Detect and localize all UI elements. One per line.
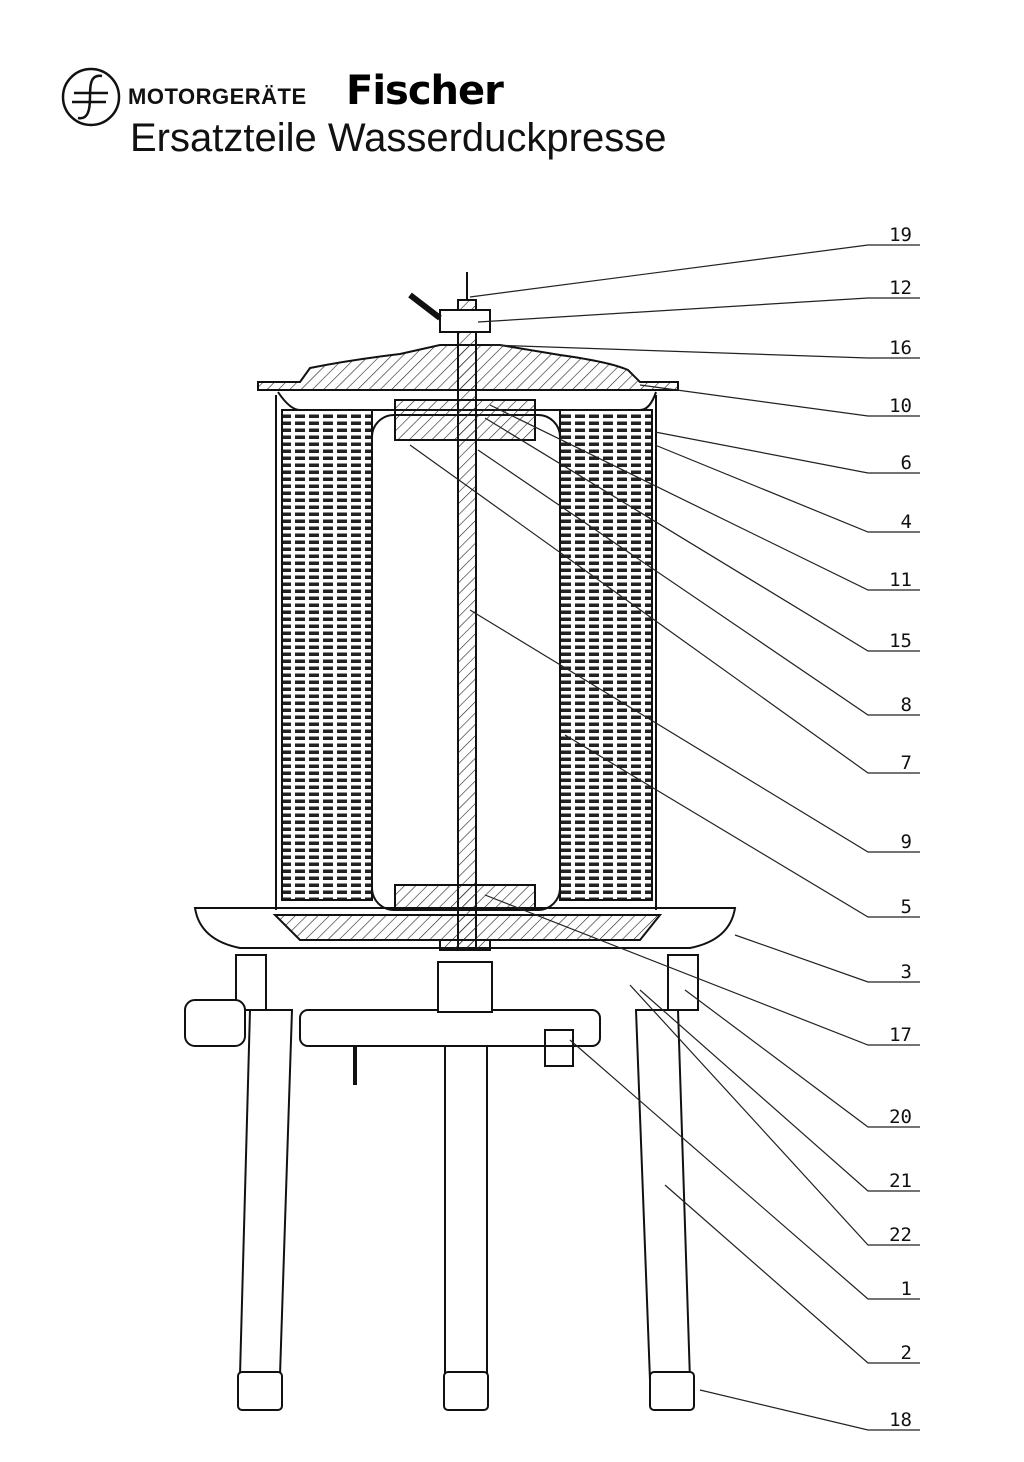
callout-number: 19 — [889, 224, 912, 246]
callout-3: 3 — [734, 934, 920, 983]
callout-number: 5 — [901, 896, 912, 918]
callout-11: 11 — [489, 404, 920, 591]
callout-number: 8 — [901, 694, 912, 716]
leader-line — [489, 344, 920, 359]
callout-number: 11 — [889, 569, 912, 591]
leg-right — [634, 1009, 692, 1381]
leader-line — [469, 244, 920, 298]
leader-line — [629, 984, 920, 1246]
callout-10: 10 — [639, 384, 920, 417]
leader-line — [409, 444, 920, 774]
leader-line — [484, 894, 920, 1046]
leader-line — [477, 297, 920, 323]
foot-cap — [649, 1371, 695, 1411]
leader-line — [654, 444, 920, 533]
callout-number: 1 — [901, 1278, 912, 1300]
callout-number: 7 — [901, 752, 912, 774]
leader-line — [569, 1039, 920, 1300]
press-body — [184, 272, 737, 1411]
callout-7: 7 — [409, 444, 920, 774]
leader-line — [734, 934, 920, 983]
leader-line — [654, 431, 920, 474]
callout-2: 2 — [664, 1184, 920, 1364]
leg-left — [238, 1009, 294, 1376]
leader-line — [489, 404, 920, 591]
callout-4: 4 — [654, 444, 920, 533]
callout-number: 9 — [901, 831, 912, 853]
callout-17: 17 — [484, 894, 920, 1046]
central-rod — [457, 299, 477, 951]
callout-number: 21 — [889, 1170, 912, 1192]
leader-line — [564, 734, 920, 918]
callout-number: 22 — [889, 1224, 912, 1246]
callout-12: 12 — [477, 277, 920, 323]
callout-number: 4 — [901, 511, 912, 533]
callout-18: 18 — [699, 1389, 920, 1431]
callout-5: 5 — [564, 734, 920, 918]
callout-number: 10 — [889, 395, 912, 417]
callout-number: 20 — [889, 1106, 912, 1128]
leg-middle — [444, 1045, 488, 1376]
foot-cap — [443, 1371, 489, 1411]
callout-9: 9 — [469, 609, 920, 853]
callout-number: 3 — [901, 961, 912, 983]
callout-22: 22 — [629, 984, 920, 1246]
callout-6: 6 — [654, 431, 920, 474]
callout-number: 16 — [889, 337, 912, 359]
callout-1: 1 — [569, 1039, 920, 1300]
leader-line — [639, 989, 920, 1192]
leader-line — [484, 417, 920, 652]
brand-prefix: MOTORGERÄTE — [128, 84, 307, 109]
foot-cap — [237, 1371, 283, 1411]
callout-number: 18 — [889, 1409, 912, 1431]
basket-right — [559, 409, 653, 901]
callout-15: 15 — [484, 417, 920, 652]
brand-name: Fischer — [346, 68, 504, 114]
callout-number: 2 — [901, 1342, 912, 1364]
callout-number: 15 — [889, 630, 912, 652]
leader-line — [684, 989, 920, 1128]
leader-line — [477, 449, 920, 716]
leader-line — [639, 384, 920, 417]
callout-number: 12 — [889, 277, 912, 299]
leader-line — [699, 1389, 920, 1431]
callout-20: 20 — [684, 989, 920, 1128]
callout-8: 8 — [477, 449, 920, 716]
leader-line — [469, 609, 920, 853]
callout-19: 19 — [469, 224, 920, 298]
fischer-logo — [61, 67, 121, 127]
callout-number: 17 — [889, 1024, 912, 1046]
callout-21: 21 — [639, 989, 920, 1192]
callout-16: 16 — [489, 337, 920, 359]
page-title: Ersatzteile Wasserduckpresse — [130, 116, 667, 160]
callout-number: 6 — [901, 452, 912, 474]
leader-line — [664, 1184, 920, 1364]
basket-left — [281, 409, 373, 901]
base-tray — [193, 907, 737, 949]
